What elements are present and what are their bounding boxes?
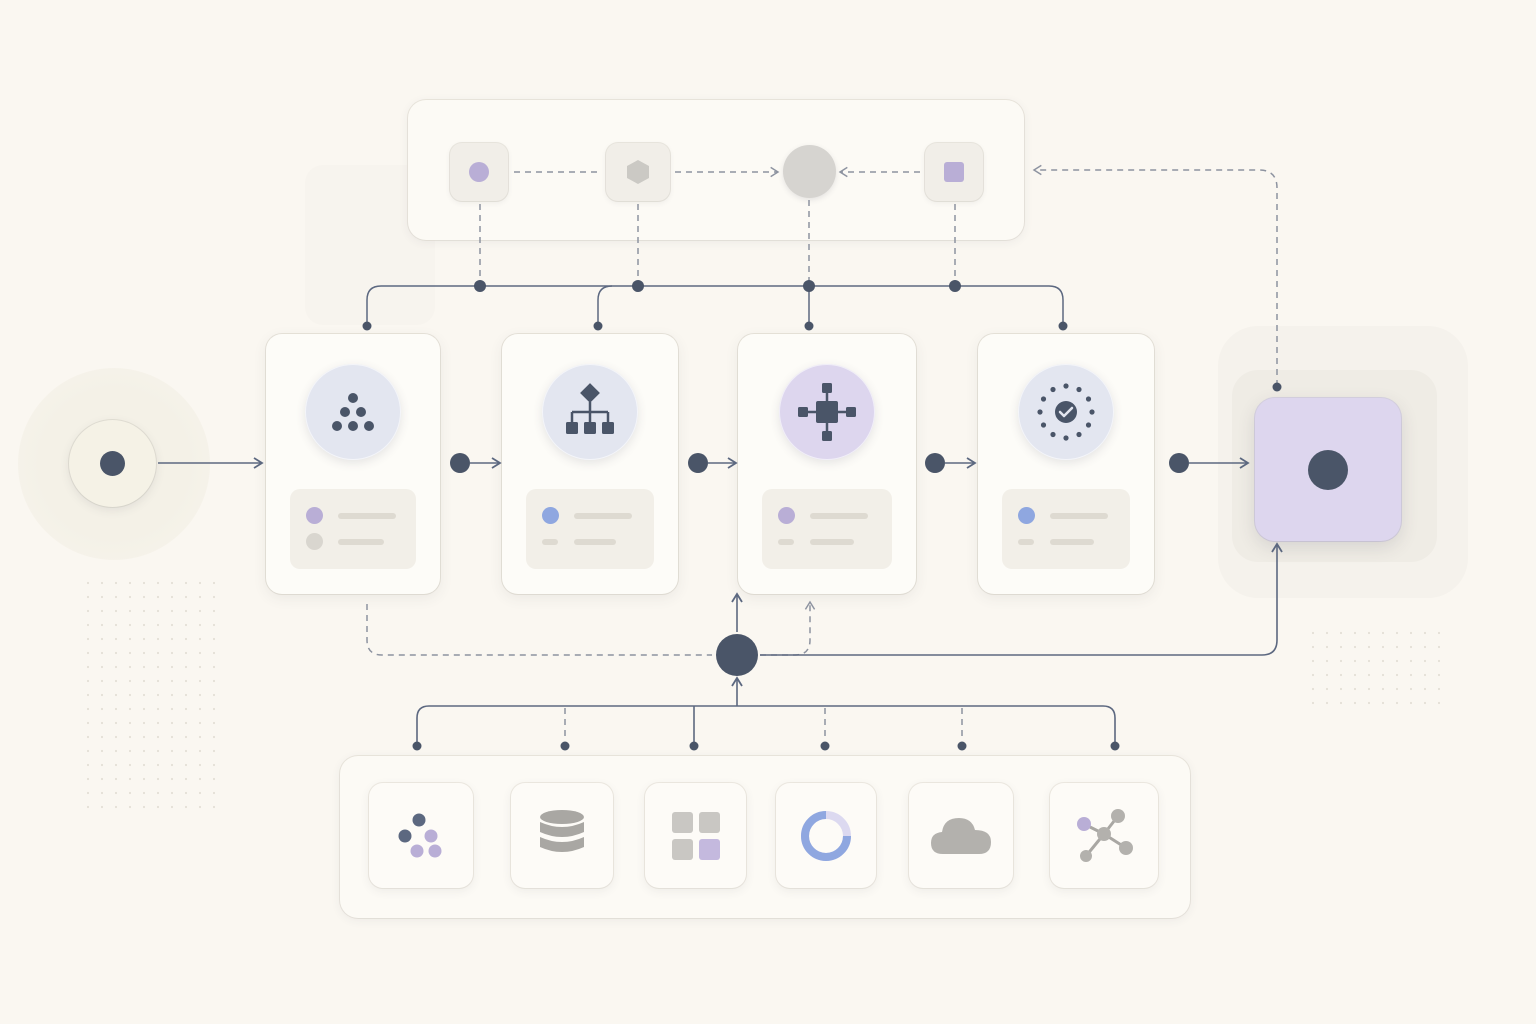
start-node-core (100, 451, 125, 476)
bottom-integration-panel (340, 756, 1190, 918)
stage-badge-4 (1018, 364, 1114, 460)
top-source-4[interactable] (925, 143, 983, 201)
dashed-check-icon (1037, 383, 1095, 441)
network-graph-icon (1077, 808, 1133, 862)
grid-icon (671, 811, 720, 860)
circle-icon (469, 162, 489, 182)
cloud-icon (931, 817, 991, 854)
stage-info-1 (290, 489, 416, 569)
stage-info-2 (526, 489, 654, 569)
stage-badge-1 (305, 364, 401, 460)
integration-tile-4[interactable] (776, 783, 876, 888)
ring-icon (801, 810, 851, 861)
hexagon-icon (627, 160, 649, 184)
stage-badge-3 (779, 364, 875, 460)
square-icon (944, 162, 964, 182)
top-source-1[interactable] (450, 143, 508, 201)
stage-card-3[interactable] (738, 334, 916, 594)
top-source-2[interactable] (606, 143, 670, 201)
end-node[interactable] (1255, 398, 1401, 541)
dot-grid-left (85, 580, 225, 810)
integration-tile-2[interactable] (511, 783, 613, 888)
dot-grid-right (1310, 630, 1440, 710)
integration-tile-6[interactable] (1050, 783, 1158, 888)
cluster-dots-icon (332, 393, 374, 431)
hub-network-icon (798, 383, 856, 441)
dot-cluster-icon (398, 813, 442, 857)
integration-tile-5[interactable] (909, 783, 1013, 888)
top-source-panel (408, 100, 1024, 240)
stage-badge-2 (542, 364, 638, 460)
stage-info-3 (762, 489, 892, 569)
stage-card-1[interactable] (266, 334, 440, 594)
integration-tile-1[interactable] (369, 783, 473, 888)
stage-info-4 (1002, 489, 1130, 569)
database-icon (540, 809, 584, 852)
stage-card-2[interactable] (502, 334, 678, 594)
top-merge-node[interactable] (783, 145, 836, 198)
integration-tile-3[interactable] (645, 783, 746, 888)
stage-card-4[interactable] (978, 334, 1154, 594)
hub-node[interactable] (716, 634, 758, 676)
end-node-core (1308, 449, 1348, 490)
hierarchy-icon (566, 383, 614, 434)
